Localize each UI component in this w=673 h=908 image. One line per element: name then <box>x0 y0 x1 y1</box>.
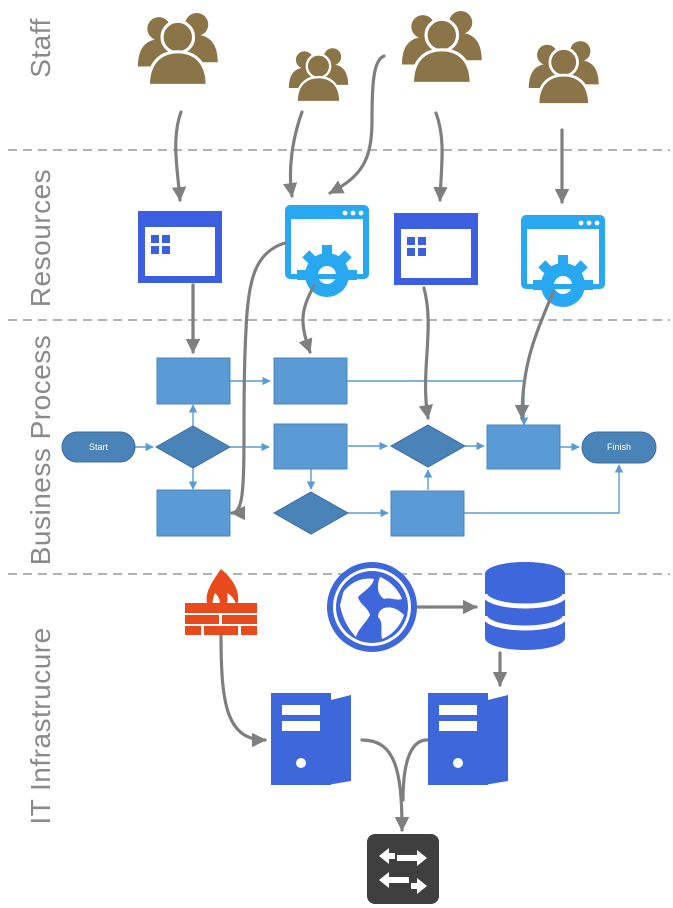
process-box <box>156 357 231 405</box>
process-box <box>273 423 348 470</box>
decision-diamond <box>272 491 350 535</box>
user-group-icon <box>400 9 484 85</box>
start-label: Start <box>89 442 109 452</box>
settings-window-icon <box>521 215 605 307</box>
process-box <box>390 490 465 537</box>
user-group-icon <box>527 39 601 106</box>
server-icon <box>428 693 508 785</box>
process-box <box>486 424 561 470</box>
process-box <box>273 357 348 405</box>
app-window-icon <box>138 211 222 283</box>
finish-terminator: Finish <box>581 431 657 464</box>
start-terminator: Start <box>61 431 136 463</box>
app-window-icon <box>394 213 478 285</box>
user-group-icon <box>136 11 220 87</box>
lane-label-it-infrastructure: IT Infrastrucure <box>25 627 56 824</box>
settings-window-icon <box>285 205 369 297</box>
globe-icon <box>327 562 417 652</box>
lane-label-resources: Resources <box>25 169 56 307</box>
decision-diamond <box>154 425 232 469</box>
process-box <box>156 489 231 537</box>
firewall-icon <box>185 569 257 635</box>
decision-diamond <box>389 424 467 468</box>
network-switch-icon <box>367 834 439 904</box>
lane-label-staff: Staff <box>25 18 56 78</box>
user-group-icon <box>287 47 350 104</box>
server-icon <box>271 693 351 785</box>
lane-dividers <box>8 149 670 575</box>
connector-lines <box>171 54 570 832</box>
database-icon <box>482 562 568 650</box>
finish-label: Finish <box>607 442 631 452</box>
lane-label-business-process: Business Process <box>25 335 56 566</box>
